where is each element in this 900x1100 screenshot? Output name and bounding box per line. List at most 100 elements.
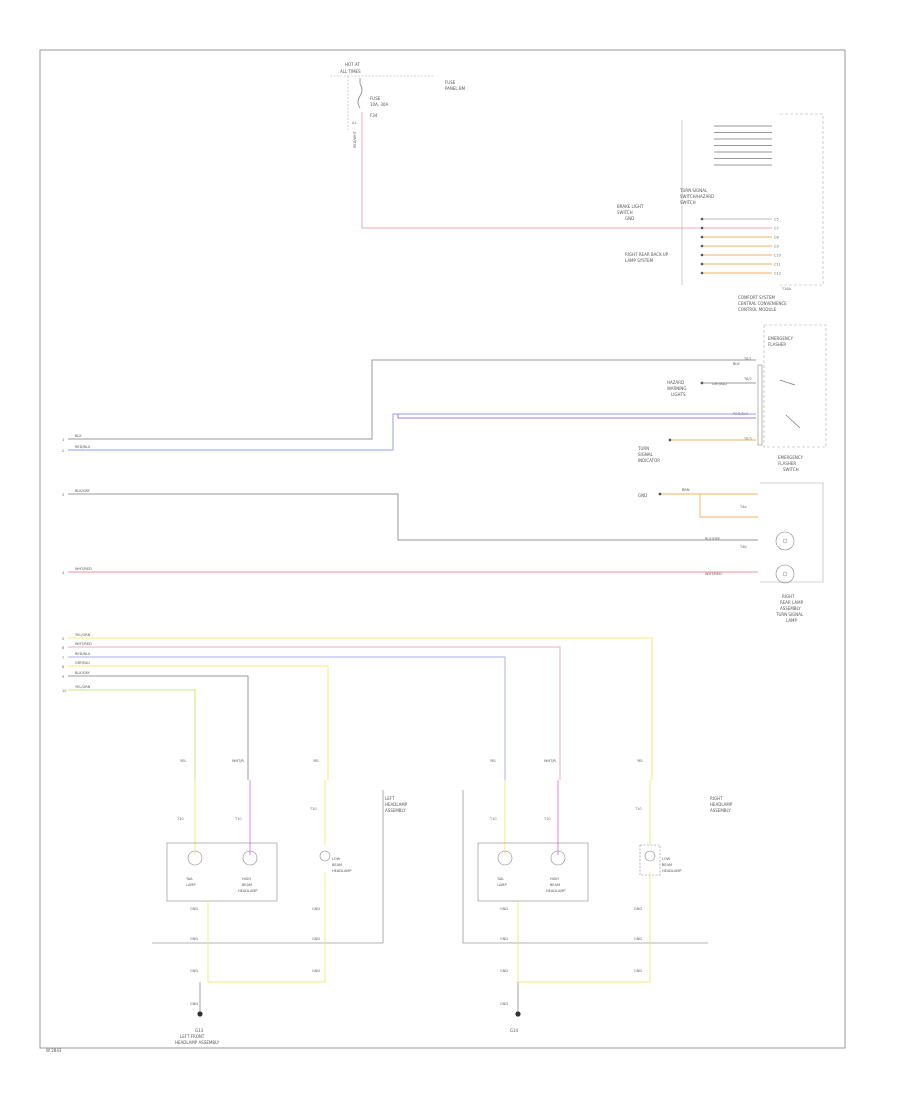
comfort-pin-dot [700,217,704,221]
comfort-internal-bus [714,125,772,166]
left-wire-label-3: BLK/GRY [75,489,91,493]
emergency-box-title-1: EMERGENCY [768,336,794,341]
hazard-dot [700,381,704,385]
left-lamp-2-a: HIGH [242,877,251,881]
rear-lamp-name-5: LAMP [786,618,798,623]
left-wire-c-label: YEL [313,759,319,763]
left-high-beam-icon [242,850,258,866]
left-wire-group: BLK RED/BLU BLK/GRY WHT/RED 1 2 3 4 [62,359,758,575]
left-lamp-3-a: LOW [332,857,341,861]
fuse-label-2: 10A, 30A [370,102,388,107]
left-ground-icon [197,1011,203,1017]
indicator-label-2: SIGNAL [638,452,654,457]
right-low-beam-icon [644,850,656,862]
comfort-left-label-2: SWITCH [617,210,633,215]
left-gnd-pin-5: GND [312,907,320,911]
left-wire-2-stripe [397,414,756,419]
comfort-pin-dot [700,226,704,230]
comfort-lower-label-1: RIGHT REAR BACK-UP [625,252,669,257]
rear-lamp-bulb-2-icon [775,564,795,584]
left-lamp-2-c: HEADLAMP [238,889,258,893]
left-gnd-pin-6: GND [312,937,320,941]
left-ground-3: HEADLAMP ASSEMBLY [175,1040,220,1045]
comfort-pin-dot [700,262,704,266]
fuse-label-1: FUSE [370,96,381,101]
rear-lamp-outline [760,482,824,583]
rear-lamp-name-3: ASSEMBLY [780,606,801,611]
rear-lamp-pin-a: T4a [739,505,747,509]
comfort-pin-dot [700,244,704,248]
bundle-wire-2 [68,646,561,780]
left-gnd-pin-3: GND [190,969,198,973]
left-title-3: ASSEMBLY [385,808,406,813]
comfort-module: TURN SIGNAL SWITCH/HAZARD SWITCH BRAKE L… [617,113,824,312]
right-ground-bridge [517,872,651,983]
left-lamp-3-c: HEADLAMP [332,869,352,873]
comfort-signal-1: TURN SIGNAL [679,188,708,193]
emergency-wire-1: BLK [733,362,740,366]
right-gnd-pin-6: GND [634,937,642,941]
left-gnd-pin-4: GND [190,1002,198,1006]
rear-lamp-wire-bot: WHT/RED [705,572,722,576]
left-wire-label-1: BLK [75,434,82,438]
fuse-symbol [357,83,363,109]
comfort-pin-label: C10 [774,254,781,258]
comfort-signal-3: SWITCH [680,200,696,205]
left-headlamp-assembly: YEL WHT/R YEL T10 T10 T10 TAIL LAMP HIGH… [152,759,408,1045]
bundle-label-3: RED/BLU [75,652,91,656]
left-pin-c: T10 [309,807,317,811]
rear-lamp-name-2: REAR LAMP [780,600,804,605]
switch-contact-1 [779,379,796,386]
right-title-2: HEADLAMP [710,802,733,807]
emergency-wire-2: GRY/BLU [712,382,727,386]
right-lamp-1-a: TAIL [496,877,504,881]
indicator-dot [668,438,672,442]
right-tail-lamp-icon [497,850,513,866]
emergency-pin-top: T6/1 [743,357,752,361]
left-wire-num-4: 4 [62,571,65,575]
bundle-num-6: 10 [62,689,66,693]
bundle-num-2: 6 [62,646,64,650]
rear-lamp-wire-top: BRN [682,488,690,492]
right-gnd-pin-7: GND [634,969,642,973]
right-lamp-1-b: LAMP [497,883,507,887]
comfort-name-1: COMFORT SYSTEM [738,295,776,300]
left-lamp-box [166,842,278,902]
indicator-label-1: TURN [637,446,649,451]
comfort-pin-label: C11 [774,263,781,267]
fuse-feed-wire [361,112,700,229]
emergency-name-1: EMERGENCY [778,455,804,460]
right-gnd-pin-5: GND [634,907,642,911]
bundle-wire-6 [68,689,196,780]
rear-lamp-gnd-dot [658,492,662,496]
left-gnd-pin-2: GND [190,937,198,941]
bundle-wire-5 [68,675,249,780]
left-wire-num-1: 1 [62,438,64,442]
emergency-name-2: FLASHER [778,461,796,466]
comfort-module-outline [780,113,824,286]
right-ground-1: G14 [510,1028,519,1033]
hazard-label-2: WARNING [667,386,687,391]
right-assembly-outline [462,790,708,944]
left-wire-num-2: 2 [62,449,64,453]
comfort-pin-label: C8 [774,236,779,240]
right-gnd-pin-2: GND [500,937,508,941]
left-title-1: LEFT [385,796,395,801]
left-lamp-1-b: LAMP [186,883,196,887]
footer-code: W 2843 [46,1048,62,1053]
left-assembly-outline [152,790,384,944]
left-pin-a: T10 [176,817,184,821]
rear-lamp-filament-1-icon [782,538,788,544]
right-lamp-3-b: BEAM [662,863,672,867]
right-gnd-pin-4: GND [500,1002,508,1006]
bundle-num-1: 5 [62,637,64,641]
emergency-name-3: SWITCH [783,467,799,472]
fuse-title-2: ALL TIMES [340,69,361,74]
bundle-wire-1 [68,637,653,780]
rear-lamp-branch-wire [699,494,758,518]
left-low-beam-icon [319,850,331,862]
right-pin-a: T10 [489,817,497,821]
switch-contact-2 [785,414,801,429]
comfort-pin-label: C12 [774,272,781,276]
